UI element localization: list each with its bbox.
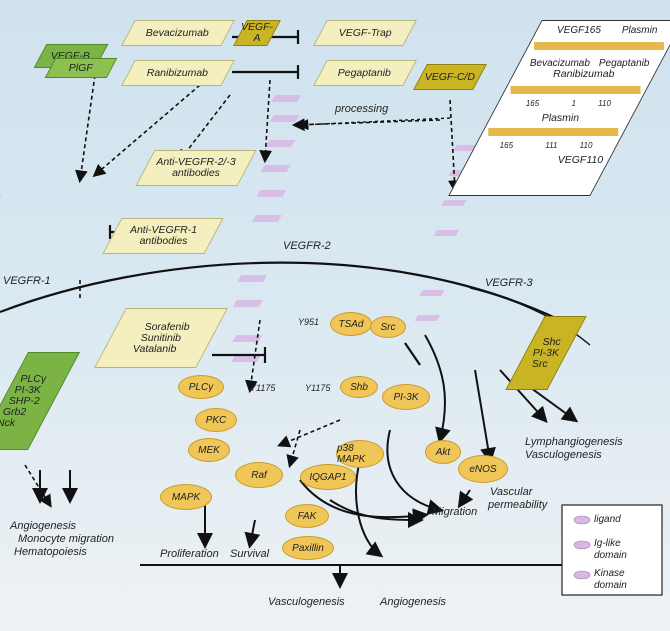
isoform-bar-3 <box>488 128 619 136</box>
mek-oval: MEK <box>188 438 230 462</box>
bevacizumab-box: Bevacizumab <box>121 20 235 46</box>
enos-oval: eNOS <box>458 455 508 483</box>
vegfr2-receptor <box>230 95 302 362</box>
pegaptanib-box: Pegaptanib <box>313 60 417 86</box>
anti-vegfr1-box: Anti-VEGFR-1 antibodies <box>102 218 224 254</box>
migration-label: Migration <box>432 506 478 518</box>
pkc-oval: PKC <box>195 408 237 432</box>
cell-membrane <box>0 261 561 321</box>
proliferation-label: Proliferation <box>160 548 219 560</box>
vegfr1-label: VEGFR-1 <box>3 275 51 287</box>
plasmin-top-label: Plasmin <box>621 25 658 36</box>
paxillin-oval: Paxillin <box>282 536 334 560</box>
vegf-trap-box: VEGF-Trap <box>313 20 417 46</box>
site-y1175-a: Y1175 <box>250 383 276 393</box>
isoform-bar-1 <box>533 42 664 50</box>
vasculogenesis-r3-label: Vasculogenesis <box>525 449 602 461</box>
angiogenesis-bottom-label: Angiogenesis <box>380 596 447 608</box>
monocyte-migration-label: Monocyte migration <box>18 533 114 545</box>
processing-label: processing <box>335 103 389 115</box>
pi3k-oval: PI-3K <box>382 384 430 410</box>
vasculogenesis-bottom-label: Vasculogenesis <box>268 596 345 608</box>
vegf165-label: VEGF165 <box>556 25 601 36</box>
p38mapk-oval: p38 MAPK <box>336 440 384 468</box>
vegf110-label: VEGF110 <box>557 154 604 166</box>
legend-ig-like-label: Ig-like <box>594 538 621 549</box>
site-y951: Y951 <box>298 317 320 327</box>
legend-domain1-label: domain <box>594 550 627 561</box>
seq-label-110b: 110 <box>579 141 593 150</box>
plasmin-bottom-label: Plasmin <box>541 112 580 124</box>
seq-label-111: 111 <box>545 141 558 150</box>
plgf-box: PlGF <box>44 58 118 78</box>
permeability-label: permeability <box>488 499 548 511</box>
vegfr1-receptor <box>0 180 2 201</box>
src-oval: Src <box>370 316 406 338</box>
fak-oval: FAK <box>285 504 329 528</box>
akt-oval: Akt <box>425 440 461 464</box>
ranibizumab-box: Ranibizumab <box>121 60 235 86</box>
seq-label-165: 165 <box>525 99 540 108</box>
vegfr2-label: VEGFR-2 <box>283 240 331 252</box>
seq-label-165b: 165 <box>499 141 514 150</box>
iqgap1-oval: IQGAP1 <box>300 464 356 490</box>
anti-vegfr2-r3-box: Anti-VEGFR-2/-3 antibodies <box>135 150 257 186</box>
plcg-oval: PLCγ <box>178 375 224 399</box>
seq-label-110: 110 <box>598 99 611 108</box>
tsad-oval: TSAd <box>330 312 372 336</box>
raf-oval: Raf <box>235 462 283 488</box>
survival-label: Survival <box>230 548 270 560</box>
hematopoiesis-label: Hematopoiesis <box>14 546 87 558</box>
legend-domain2-label: domain <box>594 580 627 591</box>
seq-label-1: 1 <box>571 99 576 108</box>
site-y1175-b: Y1175 <box>305 383 331 393</box>
isoform-ranibizumab-label: Ranibizumab <box>553 68 615 80</box>
lymphangiogenesis-label: Lymphangiogenesis <box>525 436 623 448</box>
legend-kinase-label: Kinase <box>594 568 625 579</box>
mapk-oval: MAPK <box>160 484 212 510</box>
vascular-label: Vascular <box>490 486 533 498</box>
shb-oval: Shb <box>340 376 378 398</box>
legend-ligand-label: ligand <box>594 514 621 525</box>
isoform-bar-2 <box>510 86 641 94</box>
vegfr3-label: VEGFR-3 <box>485 277 533 289</box>
cell-membrane-right <box>469 287 591 346</box>
angiogenesis-left-label: Angiogenesis <box>10 520 77 532</box>
